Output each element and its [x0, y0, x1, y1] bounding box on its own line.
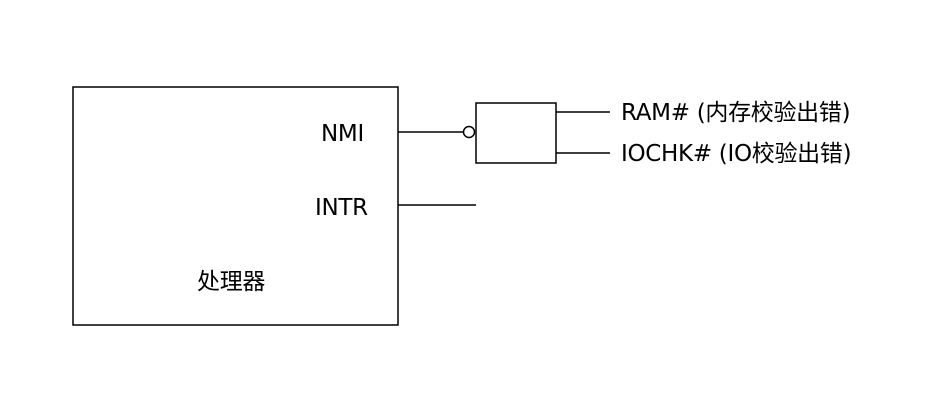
iochk-error-label: IOCHK# (IO校验出错) [621, 141, 852, 167]
nmi-pin-label: NMI [321, 121, 364, 147]
processor-title: 处理器 [197, 269, 266, 295]
ram-error-label: RAM# (内存校验出错) [621, 100, 851, 126]
intr-pin-label: INTR [315, 195, 368, 221]
processor-box [72, 86, 399, 326]
gate-box [475, 102, 557, 164]
inverter-bubble [462, 125, 476, 139]
